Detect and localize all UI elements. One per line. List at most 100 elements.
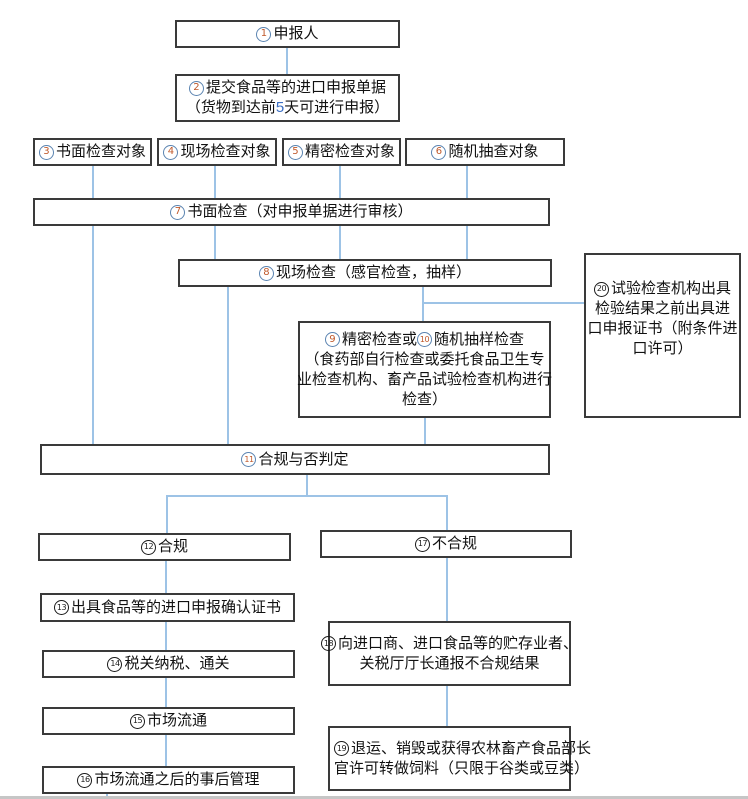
- circled-number-icon: 17: [414, 536, 430, 552]
- box-text: 市场流通之后的事后管理: [94, 771, 260, 788]
- box-label: 8 现场检查（感官检查，抽样）: [258, 263, 471, 283]
- box-text: 向进口商、进口食品等的贮存业者、: [338, 634, 579, 652]
- circled-number-icon: 14: [107, 656, 123, 672]
- box-label: 5 精密检查对象: [287, 142, 395, 162]
- box-text: 提交食品等的进口申报单据: [205, 79, 386, 96]
- screenshot-edge-strip: [0, 796, 748, 799]
- flow-box-detailed-or-random-sampling: 9 精密检查或 10 随机抽样检查 （食药部自行检查或委托食品卫生专 业检查机构…: [297, 321, 553, 418]
- connector-line: [286, 48, 288, 74]
- connector-line: [227, 287, 229, 444]
- circled-number-icon: 13: [53, 600, 69, 615]
- circled-number-icon: 12: [140, 539, 156, 555]
- connector-line: [165, 561, 167, 593]
- subtext-pre: （货物到达前: [185, 99, 276, 116]
- box-label: 1 申报人: [256, 24, 319, 44]
- box-text: 试验检查机构出具: [610, 280, 731, 297]
- box-label: 3 书面检查对象: [38, 142, 146, 162]
- flow-box-market-circulation: 15 市场流通: [42, 707, 295, 735]
- box-label: 18 向进口商、进口食品等的贮存业者、: [321, 634, 578, 654]
- flow-box-compliance-judgment: 11 合规与否判定: [40, 444, 550, 475]
- box-label: 2 提交食品等的进口申报单据: [188, 78, 386, 98]
- connector-line: [306, 475, 308, 496]
- box-subtext: 关税厅厅长通报不合规结果: [359, 654, 540, 672]
- flow-box-detailed-check-target: 5 精密检查对象: [282, 138, 401, 166]
- connector-line: [466, 226, 468, 259]
- box-subtext: 官许可转做饲料（只限于谷类或豆类）: [334, 759, 590, 777]
- box-text: 税关纳税、通关: [124, 655, 230, 672]
- connector-line-horizontal: [422, 302, 584, 304]
- box-text: 现场检查（感官检查，抽样）: [275, 264, 471, 281]
- box-label: 12 合规: [140, 537, 188, 557]
- circled-number-icon: 9: [324, 332, 340, 347]
- highlighted-number: 5: [275, 99, 285, 116]
- connector-line: [214, 166, 216, 198]
- box-label: 9 精密检查或 10 随机抽样检查: [324, 330, 524, 350]
- box-text: 市场流通: [146, 712, 207, 729]
- box-text: 合规: [157, 538, 188, 555]
- circled-number-icon: 10: [417, 332, 432, 347]
- connector-line: [92, 226, 94, 444]
- connector-line: [165, 735, 167, 766]
- box-label: 20 试验检查机构出具: [593, 279, 731, 299]
- connector-line: [339, 166, 341, 198]
- flow-box-onsite-inspection: 8 现场检查（感官检查，抽样）: [178, 259, 552, 287]
- box-text: 书面检查对象: [55, 143, 146, 160]
- box-subtext: 口申报证书（附条件进: [587, 320, 738, 337]
- flow-box-noncompliant: 17 不合规: [320, 530, 572, 558]
- connector-line-horizontal: [166, 495, 448, 497]
- flow-box-import-confirmation-certificate: 13 出具食品等的进口申报确认证书: [40, 593, 295, 622]
- circled-number-icon: 20: [593, 281, 609, 297]
- flow-box-post-market-management: 16 市场流通之后的事后管理: [42, 766, 295, 794]
- flow-box-compliant: 12 合规: [38, 533, 291, 561]
- box-label: 16 市场流通之后的事后管理: [77, 770, 260, 790]
- subtext-post: 天可进行申报）: [284, 99, 390, 116]
- box-label: 6 随机抽查对象: [431, 142, 539, 162]
- connector-line: [165, 622, 167, 650]
- circled-number-icon: 11: [241, 452, 257, 467]
- box-label: 17 不合规: [414, 534, 477, 554]
- circled-number-icon: 7: [170, 204, 186, 220]
- connector-line: [165, 678, 167, 707]
- flow-box-onsite-check-target: 4 现场检查对象: [157, 138, 277, 166]
- circled-number-icon: 5: [287, 144, 303, 160]
- connector-line: [424, 418, 426, 444]
- circled-number-icon: 18: [321, 636, 336, 651]
- circled-number-icon: 6: [431, 144, 447, 160]
- connector-line: [92, 166, 94, 198]
- connector-line: [422, 287, 424, 321]
- box-text: 不合规: [431, 535, 477, 552]
- box-label: 19 退运、销毁或获得农林畜产食品部长: [334, 739, 591, 759]
- box-subtext: （货物到达前 5 天可进行申报）: [186, 98, 389, 118]
- connector-line: [446, 558, 448, 621]
- box-text: 精密检查对象: [304, 143, 395, 160]
- box-subtext: 业检查机构、畜产品试验检查机构进行: [297, 370, 553, 388]
- connector-line: [446, 686, 448, 726]
- connector-line: [214, 226, 216, 259]
- box-text: 出具食品等的进口申报确认证书: [70, 598, 281, 616]
- flow-box-customs-clearance: 14 税关纳税、通关: [42, 650, 295, 678]
- box-label: 14 税关纳税、通关: [107, 654, 230, 674]
- box-label: 15 市场流通: [129, 711, 207, 731]
- flow-box-return-destroy-feed: 19 退运、销毁或获得农林畜产食品部长 官许可转做饲料（只限于谷类或豆类）: [328, 726, 591, 791]
- circled-number-icon: 15: [129, 713, 145, 729]
- flow-box-declarant: 1 申报人: [175, 20, 400, 48]
- flow-box-random-check-target: 6 随机抽查对象: [405, 138, 565, 166]
- box-subtext: 口许可）: [632, 340, 693, 357]
- circled-number-icon: 2: [188, 80, 204, 96]
- flow-box-document-check-target: 3 书面检查对象: [33, 138, 152, 166]
- circled-number-icon: 19: [334, 741, 349, 756]
- box-text: 书面检查（对申报单据进行审核）: [187, 203, 413, 220]
- circled-number-icon: 16: [77, 772, 93, 788]
- box-text: 合规与否判定: [258, 450, 349, 468]
- box-text: 退运、销毁或获得农林畜产食品部长: [351, 739, 592, 757]
- connector-line: [446, 495, 448, 530]
- box-label: 7 书面检查（对申报单据进行审核）: [170, 202, 413, 222]
- flow-box-noncompliance-notification: 18 向进口商、进口食品等的贮存业者、 关税厅厅长通报不合规结果: [321, 621, 578, 686]
- flow-box-submit-declaration: 2 提交食品等的进口申报单据 （货物到达前 5 天可进行申报）: [175, 74, 400, 122]
- flow-box-document-review: 7 书面检查（对申报单据进行审核）: [33, 198, 550, 226]
- connector-line: [166, 495, 168, 533]
- flow-box-conditional-import-permit: 20 试验检查机构出具 检验结果之前出具进 口申报证书（附条件进 口许可）: [584, 253, 741, 418]
- box-text: 现场检查对象: [180, 143, 271, 160]
- box-subtext: （食药部自行检查或委托食品卫生专: [304, 350, 545, 368]
